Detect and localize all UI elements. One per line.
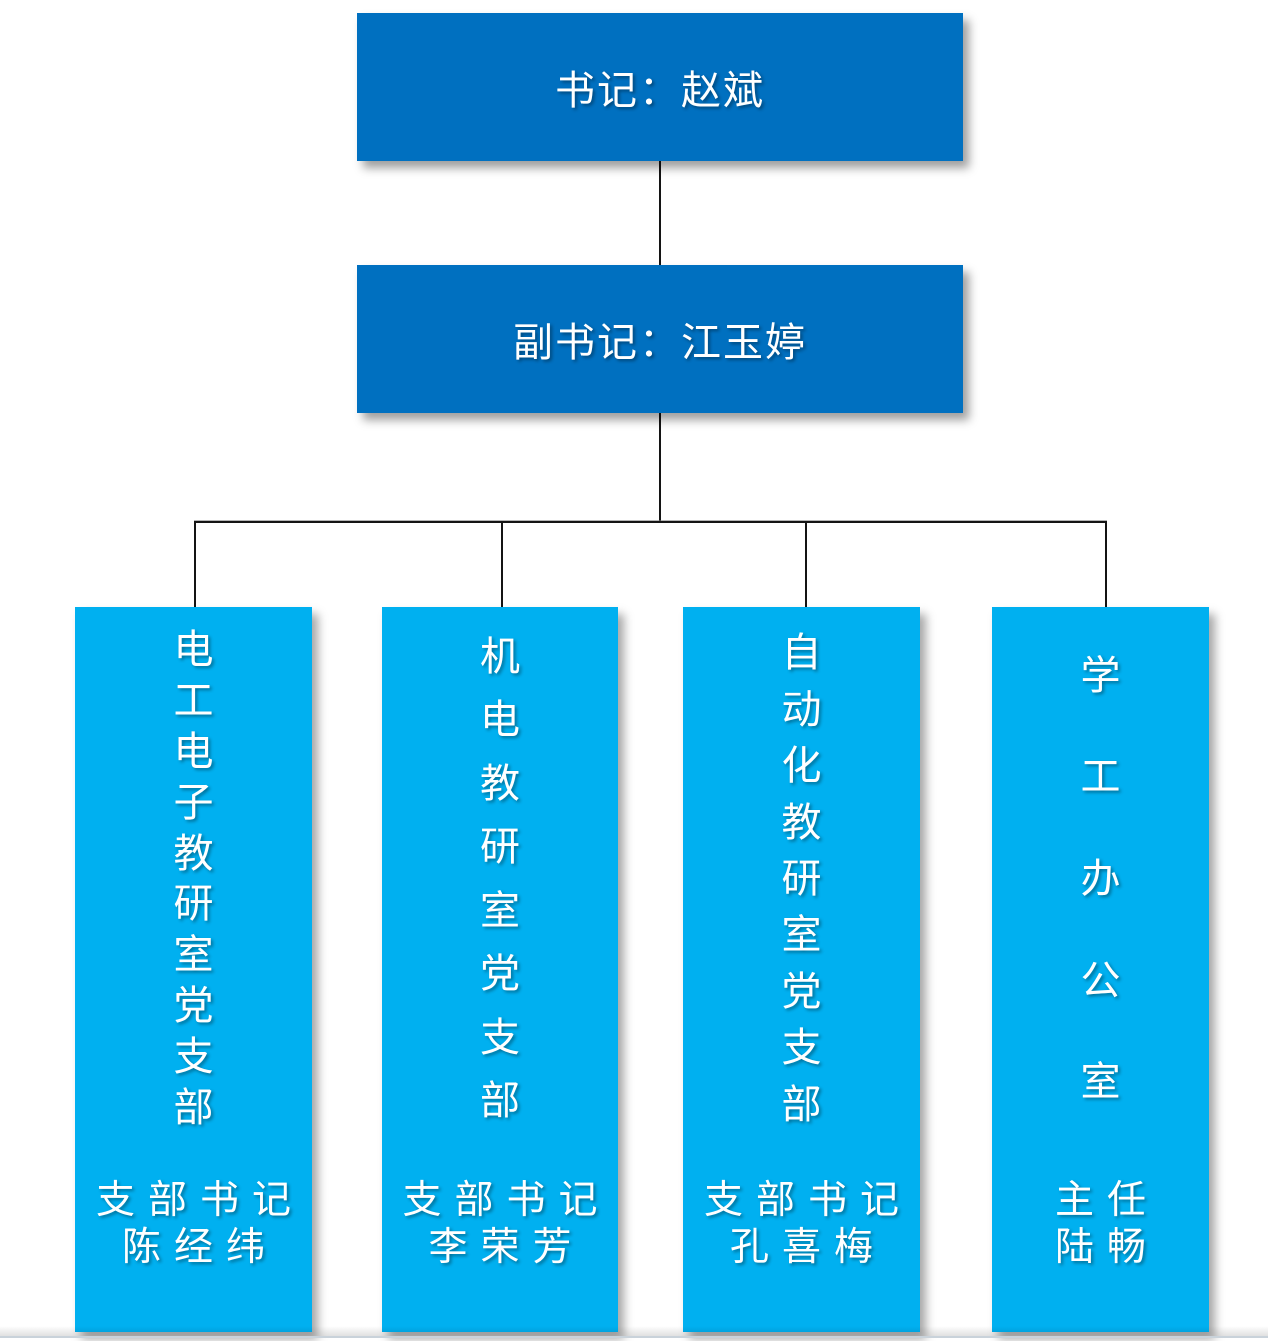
- connector-drop-branch-3: [805, 521, 807, 607]
- title-char: 教: [480, 760, 520, 807]
- title-char: 支: [480, 1014, 520, 1061]
- branch-title-vertical: 学工办公室: [992, 625, 1209, 1133]
- title-char: 工: [173, 678, 214, 725]
- title-char: 党: [480, 951, 520, 998]
- connector-drop-branch-2: [501, 521, 503, 607]
- branch-role-block: 支部书记 陈经纬: [75, 1177, 312, 1272]
- title-char: 支: [781, 1025, 822, 1072]
- branch-role: 支部书记: [402, 1177, 611, 1223]
- title-char: 党: [173, 982, 214, 1029]
- title-char: 部: [781, 1081, 822, 1128]
- branch-box-mechatronics: 机电教研室党支部 支部书记 李荣芳: [382, 607, 618, 1332]
- title-char: 子: [173, 779, 214, 826]
- title-char: 机: [480, 633, 520, 680]
- deputy-secretary-label: 副书记：江玉婷: [513, 320, 807, 366]
- branch-title-vertical: 自动化教研室党支部: [683, 625, 920, 1133]
- title-char: 公: [1080, 957, 1121, 1004]
- branch-box-student-affairs: 学工办公室 主任 陆畅: [992, 607, 1209, 1332]
- page-bottom-edge-line: [0, 1336, 1268, 1338]
- branch-person-name: 陆畅: [1054, 1225, 1159, 1271]
- secretary-box: 书记：赵斌: [357, 13, 963, 161]
- branch-role: 主任: [1054, 1177, 1159, 1223]
- connector-secretary-to-deputy: [659, 161, 661, 265]
- title-char: 室: [480, 887, 520, 934]
- title-char: 室: [173, 932, 214, 979]
- branch-box-automation: 自动化教研室党支部 支部书记 孔喜梅: [683, 607, 920, 1332]
- connector-deputy-to-bus: [659, 413, 661, 521]
- deputy-secretary-box: 副书记：江玉婷: [357, 265, 963, 413]
- title-char: 工: [1080, 754, 1121, 801]
- title-char: 自: [781, 630, 822, 677]
- title-char: 研: [173, 881, 214, 928]
- branch-title-vertical: 电工电子教研室党支部: [75, 625, 312, 1133]
- title-char: 支: [173, 1033, 214, 1080]
- title-char: 室: [781, 912, 822, 959]
- title-char: 电: [173, 627, 214, 674]
- branch-person-name: 李荣芳: [428, 1225, 585, 1271]
- connector-drop-branch-4: [1105, 521, 1107, 607]
- title-char: 室: [1080, 1059, 1121, 1106]
- branch-role-block: 支部书记 孔喜梅: [683, 1177, 920, 1272]
- branch-box-electrical: 电工电子教研室党支部 支部书记 陈经纬: [75, 607, 312, 1332]
- title-char: 研: [480, 824, 520, 871]
- title-char: 电: [480, 697, 520, 744]
- page-bottom-shade: [0, 1326, 1268, 1336]
- title-char: 化: [781, 743, 822, 790]
- title-char: 部: [173, 1084, 214, 1131]
- title-char: 教: [173, 830, 214, 877]
- title-char: 党: [781, 968, 822, 1015]
- branch-person-name: 陈经纬: [121, 1225, 278, 1271]
- branch-role-block: 主任 陆畅: [992, 1177, 1209, 1272]
- title-char: 办: [1080, 855, 1121, 902]
- branch-role-block: 支部书记 李荣芳: [382, 1177, 618, 1272]
- title-char: 研: [781, 855, 822, 902]
- connector-drop-branch-1: [194, 521, 196, 607]
- title-char: 教: [781, 799, 822, 846]
- branch-person-name: 孔喜梅: [729, 1225, 886, 1271]
- branch-role: 支部书记: [95, 1177, 304, 1223]
- title-char: 学: [1080, 652, 1121, 699]
- connector-horizontal-bus: [194, 521, 1107, 523]
- branch-title-vertical: 机电教研室党支部: [382, 625, 618, 1133]
- title-char: 部: [480, 1078, 520, 1125]
- secretary-label: 书记：赵斌: [555, 68, 765, 114]
- branch-role: 支部书记: [703, 1177, 912, 1223]
- title-char: 电: [173, 728, 214, 775]
- title-char: 动: [781, 686, 822, 733]
